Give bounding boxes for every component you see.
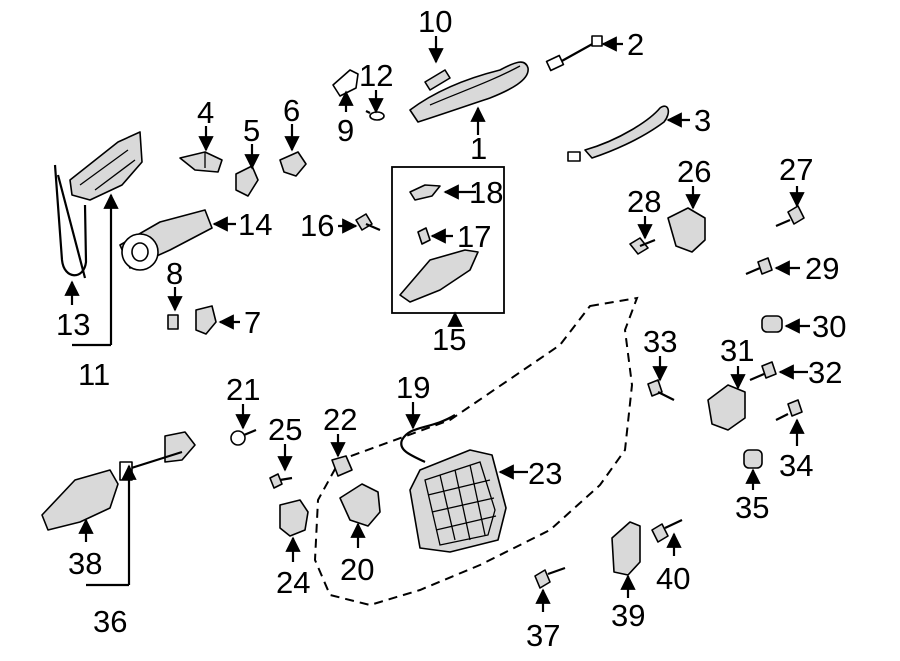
handle-cap-part	[424, 69, 451, 91]
callout-32: 32	[808, 355, 842, 390]
callout-19: 19	[396, 370, 430, 405]
lock-cylinder-part	[119, 209, 213, 271]
bolt-34-part	[775, 399, 803, 421]
callout-8: 8	[166, 256, 183, 291]
callout-33: 33	[643, 324, 677, 359]
screw-12-part	[365, 110, 385, 121]
bolt-40-part	[651, 519, 683, 543]
handle-cable-part	[567, 105, 670, 162]
callout-29: 29	[805, 251, 839, 286]
cable-19-part	[400, 414, 456, 463]
callout-10: 10	[418, 4, 452, 39]
door-lock-assembly-part	[69, 131, 143, 201]
latch-20-part	[339, 483, 381, 527]
clip-22-part	[331, 455, 353, 477]
bushing-35-part	[743, 449, 763, 469]
rod-13-part	[53, 164, 88, 277]
callout-35: 35	[735, 490, 769, 525]
inside-handle-part	[399, 249, 479, 303]
callout-24: 24	[276, 565, 310, 600]
callout-9: 9	[337, 113, 354, 148]
callout-25: 25	[268, 412, 302, 447]
callout-20: 20	[340, 552, 374, 587]
pin-8-part	[167, 314, 179, 330]
callout-16: 16	[300, 208, 334, 243]
rod-13b-part	[56, 174, 87, 279]
callout-2: 2	[627, 27, 644, 62]
callout-17: 17	[457, 219, 491, 254]
bolt-28-part	[629, 237, 656, 255]
callout-28: 28	[627, 184, 661, 219]
cap-7-part	[195, 305, 217, 335]
bolt-37-part	[534, 566, 566, 589]
clip-5-part	[235, 165, 259, 197]
screw-25-part	[269, 473, 293, 489]
callout-14: 14	[238, 207, 272, 242]
callout-12: 12	[359, 58, 393, 93]
bracket-26-part	[667, 207, 706, 253]
callout-23: 23	[528, 456, 562, 491]
callout-27: 27	[779, 152, 813, 187]
callout-40: 40	[656, 561, 690, 596]
callout-11: 11	[78, 357, 110, 392]
striker-24-part	[279, 499, 309, 537]
bolt-33-part	[647, 379, 675, 401]
callout-5: 5	[243, 113, 260, 148]
link-rod-part	[545, 35, 603, 72]
lock-actuator-part	[179, 151, 223, 173]
clip-6-part	[279, 151, 307, 177]
callout-39: 39	[611, 598, 645, 633]
callout-26: 26	[677, 154, 711, 189]
callout-34: 34	[779, 448, 813, 483]
bolt-29-part	[745, 257, 773, 276]
door-check-part	[119, 431, 196, 481]
bolt-16-part	[355, 213, 381, 232]
outside-handle-part	[409, 61, 529, 123]
callout-1: 1	[470, 131, 487, 166]
callout-30: 30	[812, 309, 846, 344]
screw-21-part	[230, 428, 257, 446]
bezel-18-part	[409, 184, 441, 201]
bushing-30-part	[761, 315, 783, 333]
callout-6: 6	[283, 93, 300, 128]
callout-4: 4	[197, 95, 214, 130]
bolt-27-part	[775, 205, 805, 228]
callout-3: 3	[694, 103, 711, 138]
callout-38: 38	[68, 546, 102, 581]
arm-38-part	[41, 469, 119, 531]
callout-31: 31	[720, 333, 754, 368]
callout-36: 36	[93, 604, 127, 639]
clip-17-part	[417, 227, 431, 245]
callout-37: 37	[526, 618, 560, 653]
door-outline	[313, 296, 639, 607]
callout-21: 21	[226, 372, 260, 407]
bolt-32-part	[749, 361, 777, 382]
leader-lines	[64, 36, 810, 612]
callout-15: 15	[432, 322, 466, 357]
callout-7: 7	[244, 305, 261, 340]
callout-18: 18	[469, 175, 503, 210]
callout-13: 13	[56, 307, 90, 342]
door-module-part	[409, 449, 507, 553]
pad-39-part	[611, 521, 641, 576]
bracket-31-part	[707, 384, 746, 431]
callout-22: 22	[323, 402, 357, 437]
